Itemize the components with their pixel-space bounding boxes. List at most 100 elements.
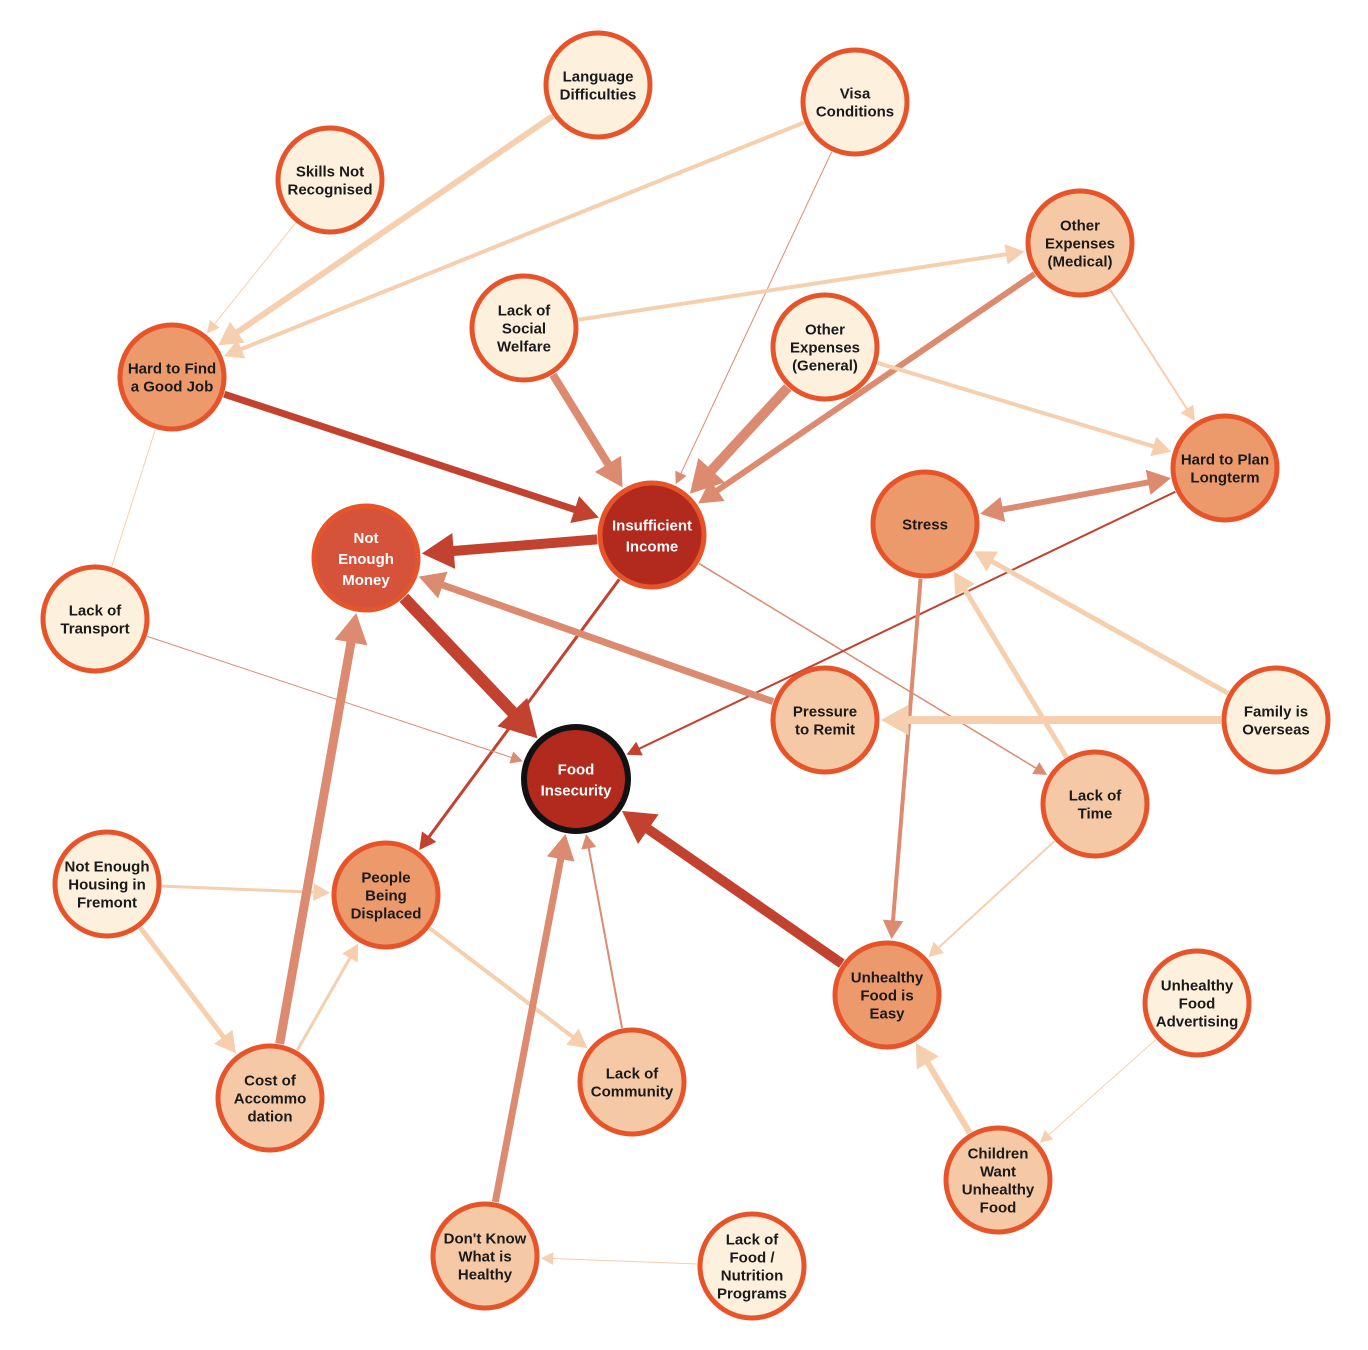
arrowhead	[954, 571, 975, 596]
node-label: Unhealthy	[1161, 977, 1234, 994]
arrowhead	[915, 1043, 939, 1070]
node-label: Advertising	[1156, 1013, 1239, 1030]
node-label: Enough	[338, 551, 394, 568]
edge-plan-to-food	[626, 490, 1176, 756]
node-label: Lack of	[498, 302, 552, 319]
edge-displaced-to-community	[428, 926, 588, 1049]
node-label: Overseas	[1242, 721, 1310, 738]
edge-welfare-to-medical	[578, 244, 1025, 322]
edge-line	[451, 534, 598, 557]
arrowhead	[689, 458, 725, 494]
arrowhead	[581, 834, 597, 850]
node-label: Family is	[1244, 703, 1308, 720]
arrowhead	[928, 941, 944, 958]
edge-line	[551, 1257, 698, 1265]
node-circle	[697, 1211, 807, 1321]
edge-line	[147, 635, 514, 759]
edge-line	[223, 390, 578, 514]
edge-family-to-stress	[973, 551, 1230, 696]
node-label: Visa	[840, 85, 871, 102]
node-label: Lack of	[726, 1231, 780, 1248]
edge-line	[1000, 479, 1151, 513]
node-circle	[1025, 188, 1135, 298]
edge-line	[426, 578, 621, 840]
arrowhead	[546, 834, 575, 862]
arrowhead	[421, 533, 456, 569]
edge-line	[111, 430, 156, 567]
node-label: Insecurity	[541, 782, 613, 799]
node-circle	[311, 503, 421, 613]
node-label: Not	[354, 530, 379, 547]
arrowhead	[214, 1029, 237, 1054]
edge-welfare-to-income	[549, 372, 623, 488]
node-label: Hard to Find	[128, 360, 216, 377]
arrowhead	[1145, 469, 1171, 495]
node-label: (Medical)	[1047, 253, 1112, 270]
edge-line	[877, 361, 1156, 449]
node-label: Cost of	[244, 1072, 297, 1089]
edge-housing-to-accom	[138, 926, 237, 1054]
edge-housing-to-displaced	[161, 883, 331, 902]
edge-programs-to-dontknow	[540, 1252, 698, 1265]
node-circle	[215, 1043, 325, 1153]
node-label: Food is	[860, 987, 913, 1004]
node-label: Recognised	[287, 181, 372, 198]
edge-line	[491, 856, 565, 1203]
edge-time-to-stress	[954, 571, 1069, 759]
node-label: Community	[591, 1083, 674, 1100]
edge-line	[936, 840, 1056, 950]
edge-income-to-money	[421, 533, 598, 569]
node-circle	[597, 480, 707, 590]
node-label: Pressure	[793, 703, 857, 720]
node-label: Housing in	[68, 876, 146, 893]
node-label: Healthy	[458, 1266, 513, 1283]
node-stress[interactable]: Stress	[870, 469, 980, 579]
node-circle	[870, 469, 980, 579]
node-label: Accommo	[234, 1090, 307, 1107]
edge-remit-to-money	[418, 571, 775, 705]
node-label: a Good Job	[131, 378, 214, 395]
node-circle	[1221, 665, 1331, 775]
node-label: Don't Know	[444, 1230, 527, 1247]
node-circle	[770, 665, 880, 775]
edge-transport-to-food	[147, 635, 523, 764]
node-circle	[331, 840, 441, 950]
edge-line	[890, 578, 923, 923]
node-label: Fremont	[77, 894, 137, 911]
node-circle	[800, 47, 910, 157]
node-label: Food /	[730, 1249, 776, 1266]
edge-line	[578, 252, 1009, 322]
node-circle	[430, 1201, 540, 1311]
node-circle	[52, 829, 162, 939]
edge-time-to-unhealthy	[928, 840, 1056, 958]
arrowhead	[418, 571, 448, 599]
edge-line	[428, 926, 576, 1040]
edge-general-to-plan	[877, 361, 1172, 457]
edge-line	[1108, 288, 1189, 412]
node-circle	[117, 322, 227, 432]
